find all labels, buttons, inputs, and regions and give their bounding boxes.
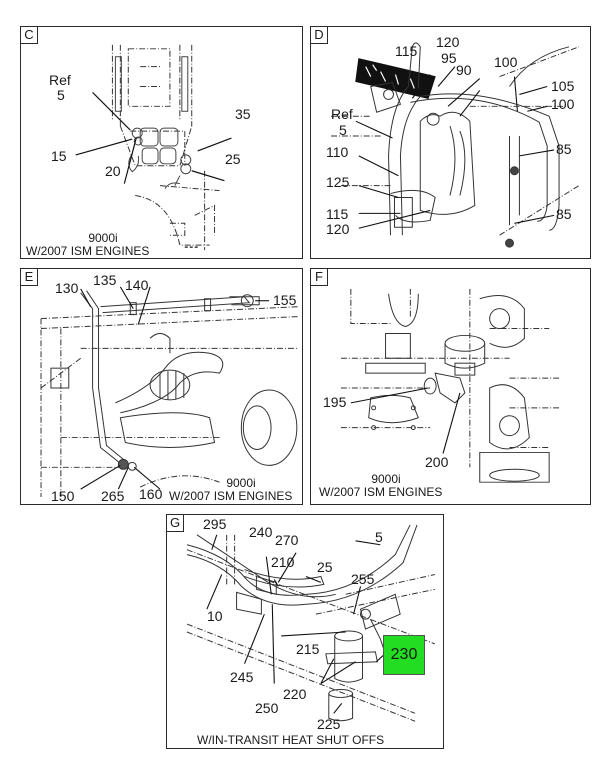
panel-e: E bbox=[20, 268, 303, 505]
callout-265-e: 265 bbox=[101, 488, 125, 504]
callout-5-d: 5 bbox=[339, 122, 347, 138]
caption-model-c: 9000i bbox=[88, 231, 118, 245]
panel-f: F 195 200 9000i bbox=[310, 268, 591, 505]
panel-letter-g: G bbox=[167, 515, 184, 532]
callout-100-top-d: 100 bbox=[494, 54, 518, 70]
callout-245-g: 245 bbox=[230, 669, 254, 685]
callout-90-d: 90 bbox=[456, 62, 472, 78]
callout-25-c: 25 bbox=[225, 151, 241, 167]
callout-215-g: 215 bbox=[296, 641, 320, 657]
callout-15-c: 15 bbox=[51, 148, 67, 164]
callout-115-top-d: 115 bbox=[395, 43, 418, 59]
callout-20-c: 20 bbox=[105, 163, 121, 179]
callout-120-top-d: 120 bbox=[436, 34, 460, 50]
callout-195-f: 195 bbox=[323, 394, 347, 410]
panel-d: D bbox=[310, 26, 591, 259]
caption-g: W/IN-TRANSIT HEAT SHUT OFFS bbox=[197, 733, 385, 747]
panel-c: C bbox=[20, 26, 303, 259]
panel-letter-d: D bbox=[311, 27, 328, 44]
panel-letter-c: C bbox=[21, 27, 38, 44]
callout-85-top-d: 85 bbox=[556, 141, 572, 157]
callout-225-g: 225 bbox=[317, 716, 341, 732]
callout-135-e: 135 bbox=[93, 272, 117, 288]
callout-105-d: 105 bbox=[551, 78, 575, 94]
callout-125-d: 125 bbox=[326, 174, 350, 190]
callout-160-e: 160 bbox=[139, 486, 163, 502]
caption-engine-e: W/2007 ISM ENGINES bbox=[169, 489, 293, 503]
callout-115-bottom-d: 115 bbox=[326, 206, 349, 222]
caption-engine-c: W/2007 ISM ENGINES bbox=[26, 244, 150, 258]
panel-letter-e: E bbox=[21, 269, 38, 286]
callout-120-bottom-d: 120 bbox=[326, 221, 350, 237]
callout-270-g: 270 bbox=[275, 532, 299, 548]
highlighted-callout-230[interactable]: 230 bbox=[383, 635, 425, 675]
panel-f-drawing bbox=[340, 288, 560, 483]
panel-letter-f: F bbox=[311, 269, 328, 286]
callout-ref-c: Ref bbox=[49, 72, 71, 88]
callout-210-g: 210 bbox=[271, 554, 295, 570]
callout-220-g: 220 bbox=[283, 686, 307, 702]
callout-5-g: 5 bbox=[375, 529, 383, 545]
callout-85-bottom-d: 85 bbox=[556, 206, 572, 222]
caption-engine-f: W/2007 ISM ENGINES bbox=[319, 485, 443, 499]
caption-model-f: 9000i bbox=[371, 472, 401, 486]
callout-155-e: 155 bbox=[273, 292, 297, 308]
callout-35-c: 35 bbox=[235, 106, 251, 122]
panel-c-drawing bbox=[75, 44, 232, 251]
panel-g-drawing bbox=[186, 524, 436, 722]
panel-e-drawing bbox=[40, 286, 299, 498]
caption-model-e: 9000i bbox=[226, 476, 256, 490]
panel-g: G bbox=[166, 514, 444, 749]
callout-100-mid-d: 100 bbox=[551, 96, 575, 112]
callout-25-g: 25 bbox=[317, 559, 333, 575]
callout-130-e: 130 bbox=[55, 280, 79, 296]
callout-10-g: 10 bbox=[207, 608, 223, 624]
panel-d-drawing bbox=[331, 42, 580, 248]
callout-150-e: 150 bbox=[51, 488, 75, 504]
callout-ref-d: Ref bbox=[331, 106, 353, 122]
callout-110-d: 110 bbox=[326, 144, 349, 160]
callout-250-g: 250 bbox=[255, 700, 279, 716]
callout-200-f: 200 bbox=[425, 454, 449, 470]
callout-95-d: 95 bbox=[441, 50, 457, 66]
callout-240-g: 240 bbox=[249, 524, 273, 540]
callout-5-c: 5 bbox=[57, 87, 65, 103]
callout-140-e: 140 bbox=[125, 277, 149, 293]
callout-255-g: 255 bbox=[351, 571, 375, 587]
callout-295-g: 295 bbox=[203, 516, 227, 532]
